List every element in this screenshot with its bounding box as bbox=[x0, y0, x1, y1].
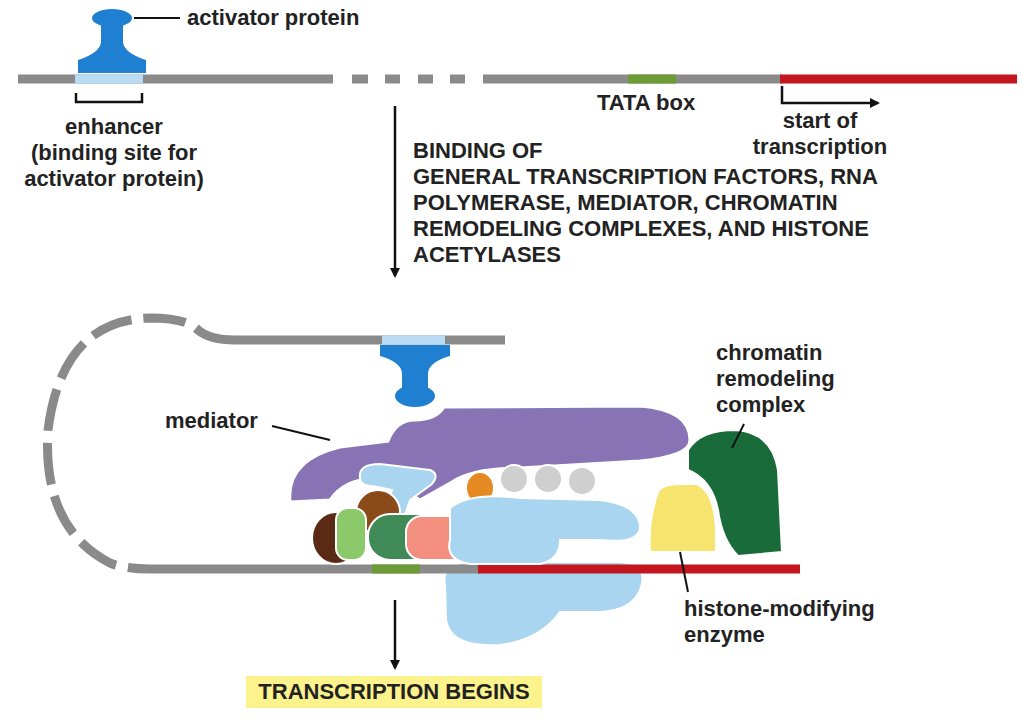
illustration-part bbox=[534, 465, 562, 493]
result-text: TRANSCRIPTION BEGINS bbox=[258, 679, 529, 705]
illustration-part bbox=[478, 565, 800, 574]
leader-line bbox=[134, 17, 180, 19]
illustration-part bbox=[372, 565, 420, 574]
illustration-part bbox=[18, 75, 333, 84]
illustration-part bbox=[418, 75, 433, 84]
process-text: BINDING OF GENERAL TRANSCRIPTION FACTORS… bbox=[413, 138, 893, 268]
illustration-part bbox=[500, 465, 528, 493]
wrap-spacer bbox=[170, 114, 220, 140]
chromatin-remodeling-shape bbox=[688, 430, 782, 556]
activator-protein-bound bbox=[380, 345, 450, 407]
illustration-part bbox=[150, 565, 480, 574]
enhancer-bracket bbox=[76, 93, 142, 102]
illustration-part bbox=[395, 385, 435, 407]
illustration-part bbox=[380, 345, 450, 388]
illustration-part bbox=[75, 75, 143, 84]
part-label: mediator bbox=[165, 408, 275, 434]
illustration-part bbox=[628, 75, 676, 84]
result-band: TRANSCRIPTION BEGINS bbox=[246, 676, 541, 708]
illustration-part bbox=[382, 336, 445, 345]
illustration-part bbox=[568, 467, 596, 495]
illustration-part bbox=[352, 75, 368, 84]
protein-label: activator protein bbox=[187, 5, 407, 31]
part-label: histone-modifying enzyme bbox=[684, 596, 894, 648]
illustration-part bbox=[450, 75, 465, 84]
wrap-spacer bbox=[581, 138, 893, 164]
illustration-part bbox=[235, 336, 505, 345]
illustration-part bbox=[336, 508, 366, 560]
element-label: TATA box bbox=[597, 90, 717, 116]
start-label: start of transcription bbox=[740, 108, 900, 160]
wrap-spacer bbox=[8, 114, 58, 140]
result-arrow bbox=[394, 600, 397, 668]
illustration-part bbox=[449, 496, 640, 564]
enhancer-label: enhancer (binding site for activator pro… bbox=[8, 114, 220, 192]
histone-enzyme-shape bbox=[650, 484, 716, 552]
rna-polymerase bbox=[444, 562, 642, 645]
leader-line bbox=[732, 424, 744, 448]
leader-line bbox=[272, 426, 330, 440]
illustration-part bbox=[48, 318, 235, 569]
dna-lower bbox=[150, 569, 800, 570]
process-arrow bbox=[394, 106, 397, 276]
leader-line bbox=[680, 552, 688, 592]
transcription-factors bbox=[312, 464, 640, 564]
part-label: chromatin remodeling complex bbox=[716, 340, 866, 418]
illustration-part bbox=[92, 9, 132, 27]
illustration-part bbox=[780, 75, 1017, 84]
start-arrow bbox=[782, 86, 878, 103]
dna-top bbox=[18, 79, 1017, 80]
illustration-part bbox=[483, 75, 782, 84]
illustration-part bbox=[385, 75, 400, 84]
